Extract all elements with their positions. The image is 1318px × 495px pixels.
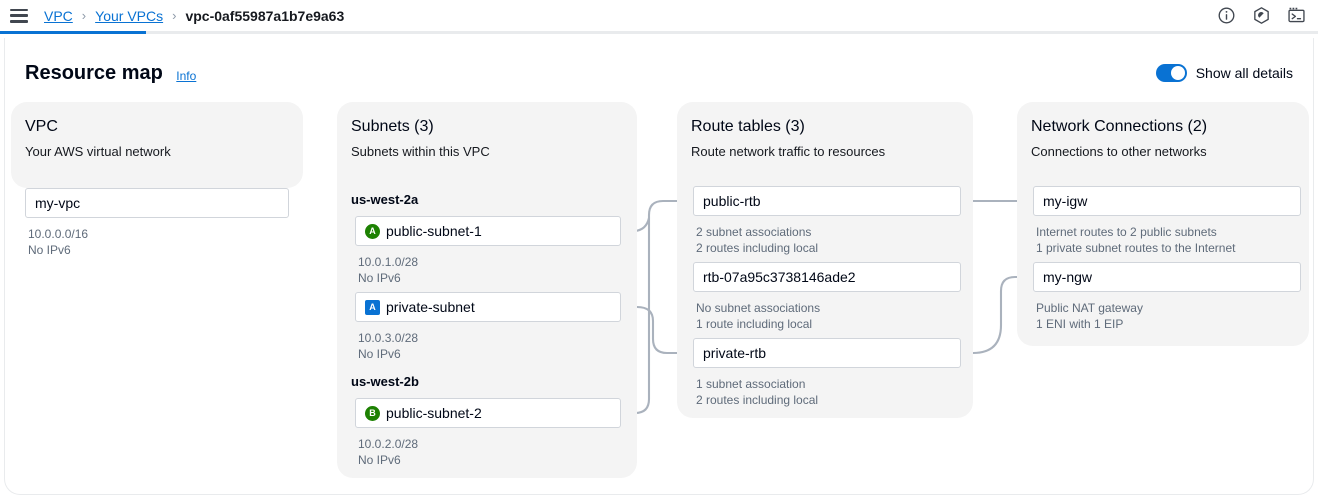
node-public-subnet-2[interactable]: B public-subnet-2 — [355, 398, 621, 428]
meta-line: Public NAT gateway — [1036, 301, 1143, 315]
meta-line: No IPv6 — [358, 347, 401, 361]
node-my-vpc[interactable]: my-vpc — [25, 188, 289, 218]
page-title: Resource map — [25, 62, 163, 84]
panel-title-subnets: Subnets (3) — [351, 118, 434, 135]
cloudshell-terminal-icon[interactable] — [1287, 6, 1306, 25]
node-label: rtb-07a95c3738146ade2 — [703, 269, 856, 285]
node-label: public-rtb — [703, 193, 761, 209]
node-label: my-ngw — [1043, 269, 1093, 285]
breadcrumb-item-your-vpcs[interactable]: Your VPCs — [95, 7, 164, 24]
top-navigation-bar: VPC › Your VPCs › vpc-0af55987a1b7e9a63 — [0, 0, 1318, 31]
meta-line: 2 subnet associations — [696, 225, 812, 239]
breadcrumb-item-current: vpc-0af55987a1b7e9a63 — [185, 7, 345, 24]
hamburger-menu-icon[interactable] — [10, 8, 28, 23]
node-meta-my-vpc: 10.0.0.0/16 No IPv6 — [25, 226, 289, 258]
node-public-subnet-1[interactable]: A public-subnet-1 — [355, 216, 621, 246]
az-badge-icon: A — [365, 299, 380, 315]
node-label: private-rtb — [703, 345, 767, 361]
meta-line: No IPv6 — [358, 271, 401, 285]
node-label: public-subnet-1 — [386, 223, 482, 239]
meta-line: 10.0.3.0/28 — [358, 331, 419, 345]
az-label-us-west-2b: us-west-2b — [351, 374, 419, 389]
meta-line: 1 subnet association — [696, 377, 806, 391]
page-loading-bar-fill — [0, 31, 146, 34]
node-meta-public-rtb: 2 subnet associations 2 routes including… — [693, 224, 818, 256]
settings-hexagon-icon[interactable] — [1252, 6, 1271, 25]
panel-network-connections — [1017, 102, 1309, 346]
node-meta-rtb-07a95c3738146ade2: No subnet associations 1 route including… — [693, 300, 820, 332]
panel-title-network-connections: Network Connections (2) — [1031, 118, 1208, 135]
node-label: private-subnet — [386, 299, 475, 315]
panel-subtitle-vpc: Your AWS virtual network — [25, 144, 171, 159]
az-badge-icon: B — [365, 405, 380, 421]
node-rtb-07a95c3738146ade2[interactable]: rtb-07a95c3738146ade2 — [693, 262, 961, 292]
node-my-igw[interactable]: my-igw — [1033, 186, 1301, 216]
az-label-us-west-2a: us-west-2a — [351, 192, 419, 207]
node-meta-my-ngw: Public NAT gateway 1 ENI with 1 EIP — [1033, 300, 1143, 332]
breadcrumb-item-vpc[interactable]: VPC — [44, 7, 73, 24]
node-private-rtb[interactable]: private-rtb — [693, 338, 961, 368]
node-meta-public-subnet-1: 10.0.1.0/28 No IPv6 — [355, 254, 418, 286]
meta-line: No subnet associations — [696, 301, 821, 315]
panel-title-route-tables: Route tables (3) — [691, 118, 805, 135]
meta-line: Internet routes to 2 public subnets — [1036, 225, 1217, 239]
meta-line: 1 route including local — [696, 317, 813, 331]
show-all-details-label: Show all details — [1195, 65, 1293, 81]
resource-map-card: Resource map Info Show all details VPC Y… — [4, 38, 1314, 495]
info-link[interactable]: Info — [176, 68, 197, 83]
node-meta-private-subnet: 10.0.3.0/28 No IPv6 — [355, 330, 418, 362]
toggle-knob — [1170, 66, 1185, 80]
resource-map-header: Resource map Info Show all details — [25, 62, 1293, 92]
show-all-details-toggle[interactable]: Show all details — [1155, 64, 1293, 82]
panel-vpc: VPC Your AWS virtual network — [11, 102, 303, 188]
toggle-switch[interactable] — [1155, 64, 1187, 82]
node-my-ngw[interactable]: my-ngw — [1033, 262, 1301, 292]
node-meta-private-rtb: 1 subnet association 2 routes including … — [693, 376, 818, 408]
page-loading-bar-track — [0, 31, 1318, 34]
meta-line: 1 private subnet routes to the Internet — [1036, 241, 1236, 255]
breadcrumb-separator-icon: › — [81, 8, 87, 23]
node-label: my-vpc — [35, 195, 81, 211]
meta-line: 10.0.0.0/16 — [28, 227, 89, 241]
meta-line: 2 routes including local — [696, 241, 819, 255]
panel-subtitle-route-tables: Route network traffic to resources — [691, 144, 886, 159]
info-circle-icon[interactable] — [1217, 6, 1236, 25]
meta-line: No IPv6 — [28, 243, 71, 257]
meta-line: 10.0.1.0/28 — [358, 255, 419, 269]
panel-subtitle-network-connections: Connections to other networks — [1031, 144, 1207, 159]
node-public-rtb[interactable]: public-rtb — [693, 186, 961, 216]
meta-line: No IPv6 — [358, 453, 401, 467]
breadcrumb: VPC › Your VPCs › vpc-0af55987a1b7e9a63 — [44, 8, 344, 24]
breadcrumb-separator-icon: › — [172, 8, 177, 23]
meta-line: 10.0.2.0/28 — [358, 437, 419, 451]
node-meta-public-subnet-2: 10.0.2.0/28 No IPv6 — [355, 436, 418, 468]
node-meta-my-igw: Internet routes to 2 public subnets 1 pr… — [1033, 224, 1235, 256]
node-label: my-igw — [1043, 193, 1088, 209]
top-action-icons — [1217, 0, 1312, 31]
node-private-subnet[interactable]: A private-subnet — [355, 292, 621, 322]
az-badge-icon: A — [365, 223, 380, 239]
panel-subtitle-subnets: Subnets within this VPC — [351, 144, 490, 159]
node-label: public-subnet-2 — [386, 405, 482, 421]
meta-line: 1 ENI with 1 EIP — [1036, 317, 1124, 331]
panel-title-vpc: VPC — [25, 118, 58, 135]
meta-line: 2 routes including local — [696, 393, 819, 407]
